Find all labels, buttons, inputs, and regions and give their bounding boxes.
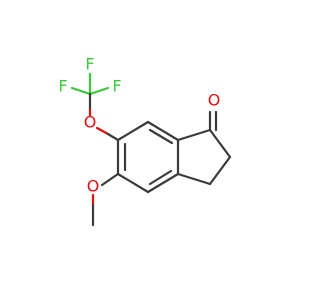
ring-double-1: [148, 128, 174, 145]
ring-bond-4: [146, 172, 180, 194]
molecule-canvas: F F F O O O: [58, 54, 232, 227]
five-ring-bond-1: [176, 128, 212, 142]
bond-c-f-left: [70, 86, 92, 96]
molecule-structure: F F F O O O: [58, 55, 232, 227]
ring-bond-2: [146, 120, 180, 142]
atom-o-ether-cf3: O: [84, 113, 97, 132]
ring-bond-1: [116, 120, 150, 142]
atom-f-left: F: [58, 77, 67, 96]
atom-f-top: F: [85, 55, 94, 74]
bond-o-ring-b: [106, 132, 120, 142]
atom-o-ketone: O: [208, 91, 221, 110]
bond-o-ring-a: [95, 126, 110, 136]
five-ring-bond-2: [208, 128, 232, 159]
ring-bond-5: [116, 172, 150, 194]
five-ring-bond-4: [176, 172, 212, 186]
five-ring-bond-3: [208, 155, 232, 186]
atom-o-methoxy: O: [87, 177, 100, 196]
atom-f-right: F: [112, 77, 121, 96]
bond-c-f-right: [88, 86, 110, 96]
methoxy-ring-bond: [100, 172, 120, 187]
ring-double-2: [148, 169, 173, 186]
